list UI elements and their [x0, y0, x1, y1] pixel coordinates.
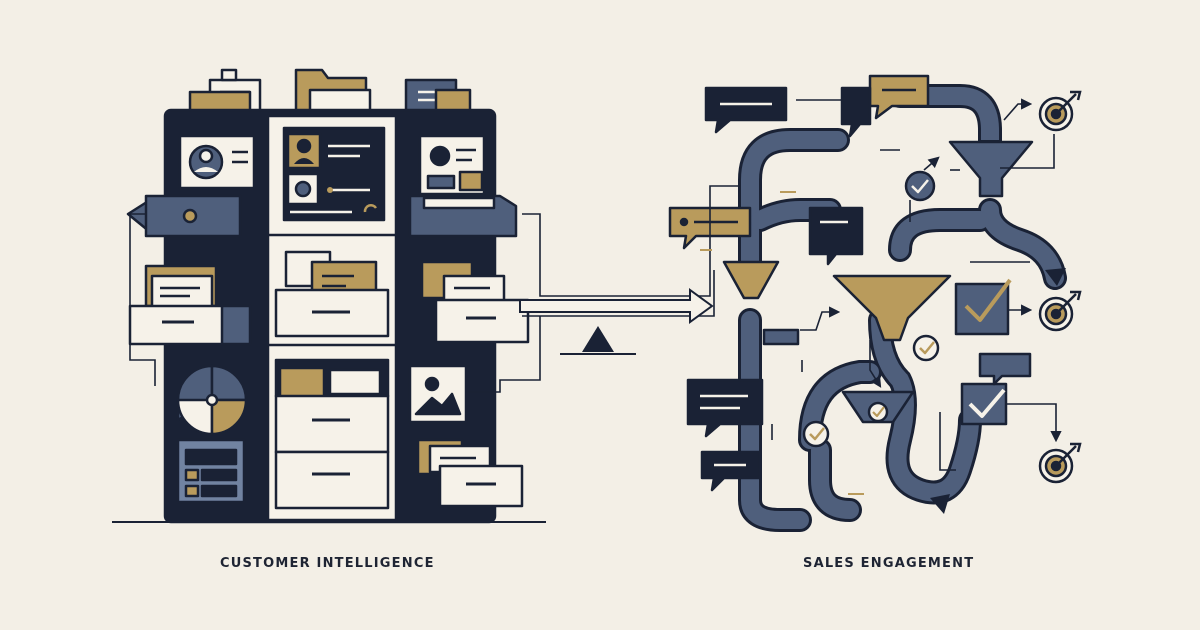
- pipe-network: [738, 84, 1067, 532]
- connector-lines-left: [129, 213, 700, 393]
- image-icon: [408, 364, 468, 424]
- arrow-icon: [519, 288, 714, 324]
- connector-lines-right: [700, 98, 1062, 471]
- balance-icon: [560, 326, 636, 355]
- checkmark-icon: [802, 170, 1012, 448]
- target-icon: [1038, 90, 1082, 484]
- gold-dash-marks: [700, 191, 864, 495]
- label-sales-engagement: SALES ENGAGEMENT: [803, 556, 975, 571]
- label-customer-intelligence: CUSTOMER INTELLIGENCE: [220, 556, 435, 571]
- filing-cabinet-icon: [126, 68, 530, 524]
